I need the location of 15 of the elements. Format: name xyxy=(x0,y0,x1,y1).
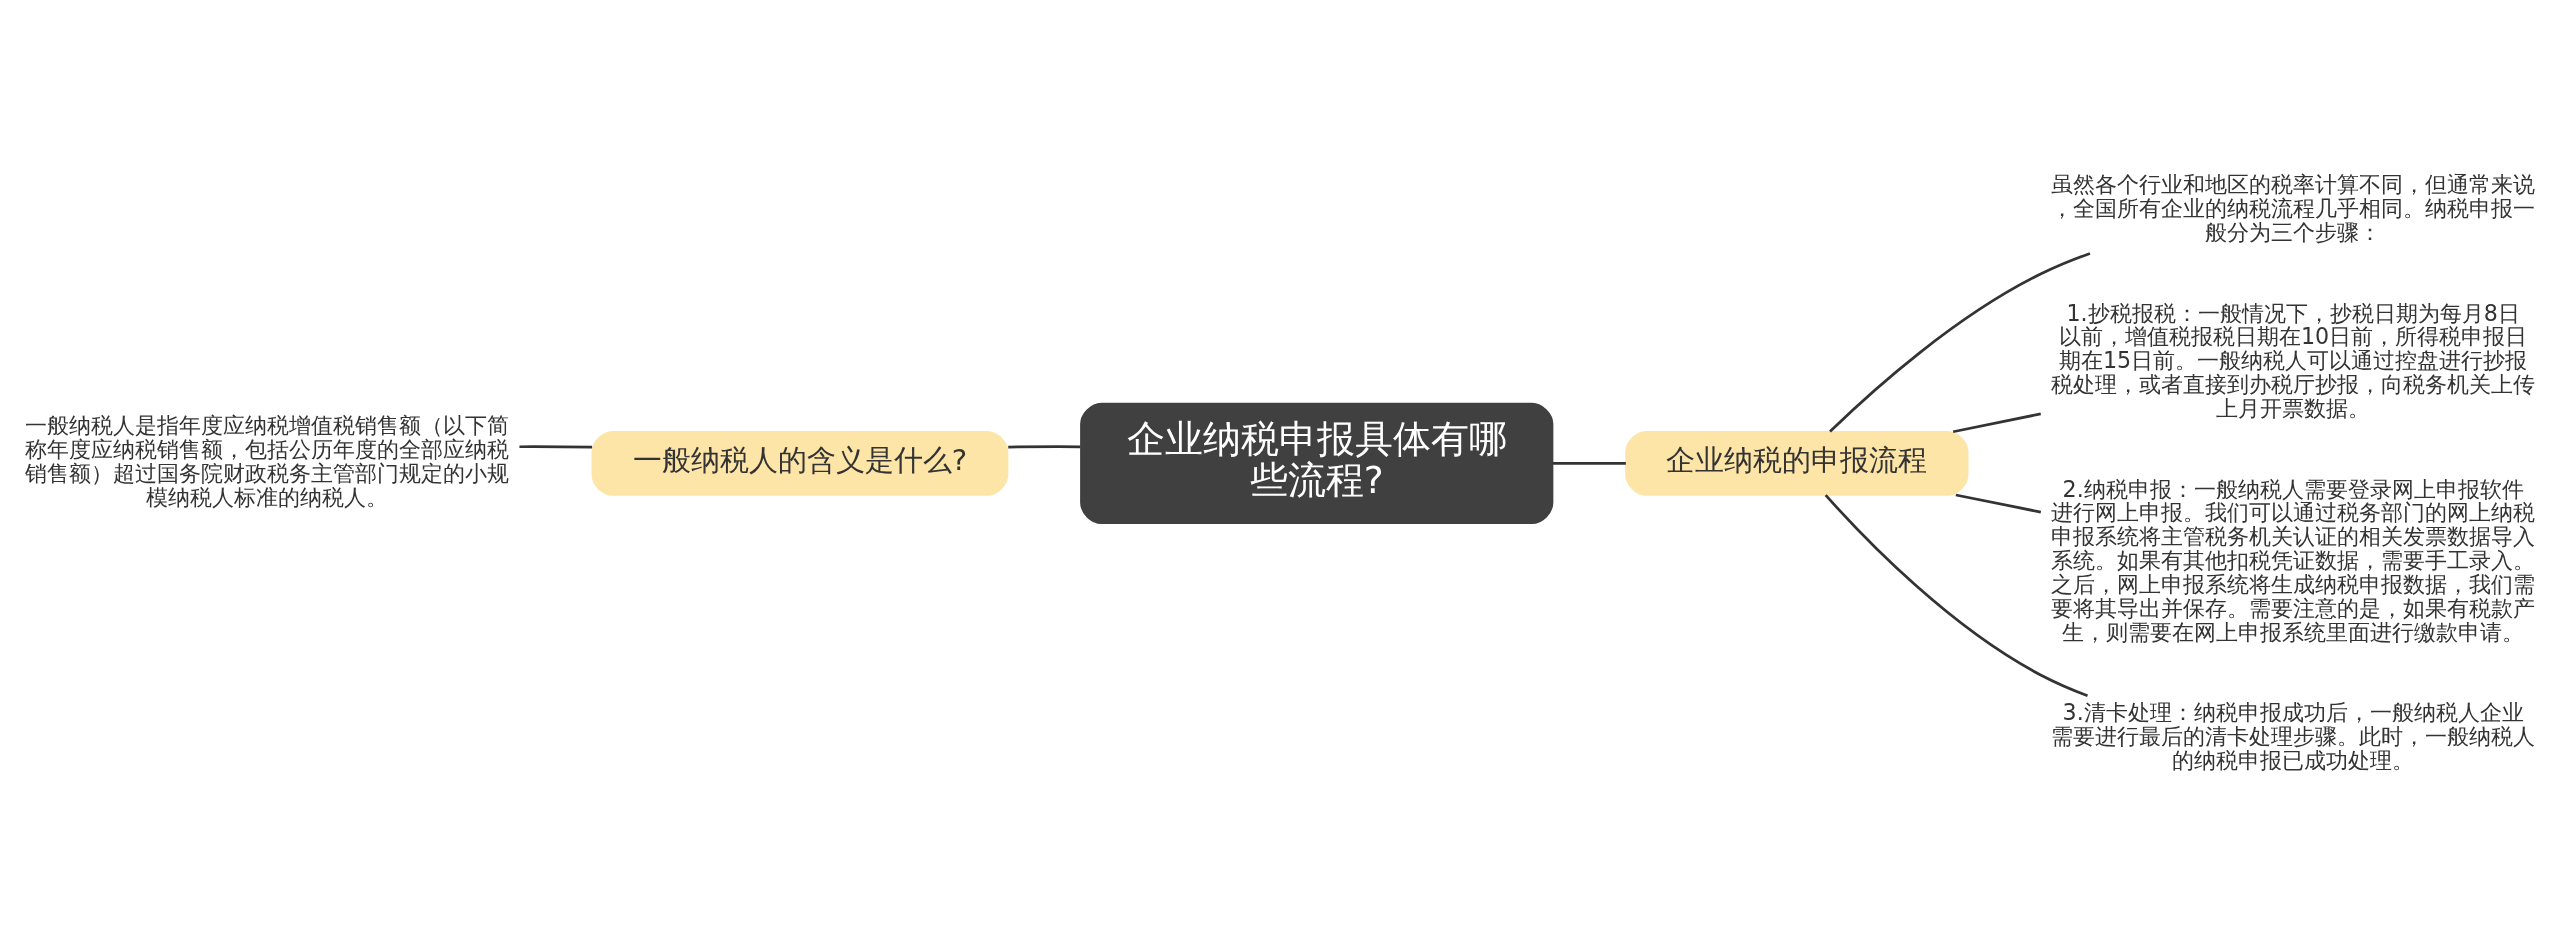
node-text: 1.抄税报税：一般情况下，抄税日期为每月8日以前，增值税报税日期在10日前，所得税申报日期在15日前。一般纳税人可以通过控盘进行抄报税处理，或者直接到办税厅抄报，向税务机关上传上月开票数据。 xyxy=(2051,299,2536,421)
connector xyxy=(1552,461,1626,465)
connector xyxy=(1829,251,2091,432)
connector xyxy=(1952,412,2041,433)
node-box: 企业纳税申报具体有哪些流程? xyxy=(1080,402,1554,524)
node-text: 一般纳税人是指年度应纳税增值税销售额（以下简称年度应纳税销售额，包括公历年度的全部应纳税销售额）超过国务院财政税务主管部门规定的小规模纳税人标准的纳税人。 xyxy=(24,411,509,510)
node-text: 2.纳税申报：一般纳税人需要登录网上申报软件进行网上申报。我们可以通过税务部门的网上纳税申报系统将主管税务机关认证的相关发票数据导入系统。如果有其他扣税凭证数据，需要手工录入。之后，网上申报系统将生成纳税申报数据，我们需要将其导出并保存。需要注意的是，如果有税款产生，则需要在网上申报系统里面进行缴款申请。 xyxy=(2051,475,2536,645)
connector xyxy=(1008,444,1081,448)
node-text: 虽然各个行业和地区的税率计算不同，但通常来说，全国所有企业的纳税流程几乎相同。纳税申报一般分为三个步骤： xyxy=(2051,170,2536,245)
connector xyxy=(1955,493,2042,513)
connector xyxy=(519,444,593,448)
node-box: 一般纳税人的含义是什么? xyxy=(591,430,1009,496)
connector xyxy=(1824,493,2088,697)
node-box: 企业纳税的申报流程 xyxy=(1625,430,1969,496)
node-text: 3.清卡处理：纳税申报成功后，一般纳税人企业需要进行最后的清卡处理步骤。此时，一般纳税人的纳税申报已成功处理。 xyxy=(2051,698,2536,773)
